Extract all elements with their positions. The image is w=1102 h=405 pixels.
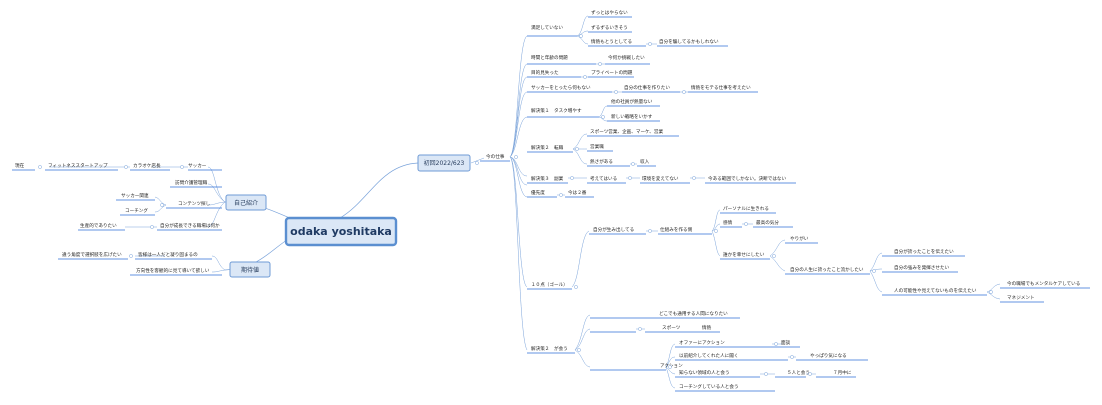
node-saiko[interactable]: 最高の気分 — [756, 219, 779, 226]
node-kaiketsu1-a[interactable]: 他の社員が熱量ない — [611, 98, 653, 105]
node-kaiketsu-b[interactable]: 解決策２ が会う — [531, 345, 568, 352]
node-kanou-1[interactable]: 今の職場でもメンタルケアしている — [1007, 280, 1080, 287]
node-jinsei[interactable]: 自分の人生に誇ったこと流かしたい — [790, 266, 864, 273]
node-kaiketsu3-b[interactable]: 環境を変えてない — [642, 175, 679, 182]
topic-jiko-title: 自己紹介 — [234, 199, 258, 207]
node-goal[interactable]: １０点（ゴール） — [531, 281, 568, 288]
node-kaiketsu2[interactable]: 解決策２ 転職 — [531, 144, 564, 151]
node-coaching[interactable]: コーチング — [125, 207, 148, 214]
node-jikan[interactable]: 時間と年齢の問題 — [531, 54, 568, 61]
node-soccer-child[interactable]: 自分の仕事を作りたい — [624, 84, 670, 91]
node-sports[interactable]: スポーツ — [662, 324, 681, 331]
node-kaiketsu1[interactable]: 解決策１ タスク増やす — [531, 107, 582, 114]
node-soccer-kanren[interactable]: サッカー関連 — [121, 192, 149, 199]
node-seicho[interactable]: 自分が成長できる職場は何か — [160, 222, 220, 229]
node-jikan-child[interactable]: 今何か挑戦したい — [608, 54, 645, 61]
topic-jiko[interactable]: 自己紹介 — [225, 194, 267, 211]
node-shikumi[interactable]: 仕組みを作る側 — [660, 226, 693, 233]
node-action-3[interactable]: 知らない領域の人と会う — [679, 369, 730, 376]
node-kaiketsu3[interactable]: 解決策３ 副業 — [531, 175, 564, 182]
node-kitai-child[interactable]: 違う角度で選択肢を広げたい — [62, 251, 122, 258]
node-goninto[interactable]: ５人と会う — [787, 369, 810, 376]
topic-shokai[interactable]: 初回2022/623 — [417, 154, 471, 172]
node-action[interactable]: アクション — [660, 363, 683, 369]
node-kaiketsu2-c[interactable]: 熱さがある — [590, 158, 613, 165]
node-jinsei-3[interactable]: 人の可能性や見えてないものを伝えたい — [894, 287, 977, 294]
node-houmon[interactable]: 訪問介護管理職 — [175, 179, 208, 186]
node-shichigatsu[interactable]: ７月中に — [833, 369, 852, 376]
node-yappari[interactable]: やっぱり気になる — [810, 352, 847, 359]
node-kaiketsu3-c[interactable]: 今ある範囲でしかない。決断ではない — [708, 175, 787, 182]
node-manzoku-3[interactable]: 情熱もとうとしてる — [591, 38, 632, 45]
node-shikumi-3[interactable]: 誰かを幸せにしたい — [723, 251, 765, 258]
node-manzoku-2[interactable]: ずるずるいきそう — [591, 24, 628, 31]
node-seisanteki[interactable]: 生産的でありたい — [80, 222, 117, 229]
root-title: odaka yoshitaka — [290, 225, 392, 238]
node-manzoku[interactable]: 満足していない — [531, 24, 563, 31]
node-soccer-grand[interactable]: 情熱をモテる仕事を考えたい — [691, 84, 751, 91]
node-shunyu[interactable]: 収入 — [640, 158, 650, 165]
right-labels: 満足していない ずっとはやらない ずるずるいきそう 情熱もとうとしてる 自分を騙… — [527, 9, 1090, 392]
node-ima-shigoto[interactable]: 今の仕事 — [480, 153, 510, 162]
node-action-1[interactable]: オファーにアクション — [679, 340, 725, 346]
node-jonetsu[interactable]: 情熱 — [702, 324, 712, 331]
node-kaiketsu2-a[interactable]: スポーツ営業、企画、マーケ、営業 — [590, 128, 663, 135]
node-content[interactable]: コンテンツ探し — [178, 200, 211, 207]
node-yarigai[interactable]: やりがい — [790, 235, 809, 242]
root-node[interactable]: odaka yoshitaka — [284, 216, 398, 247]
node-jinsei-1[interactable]: 自分が誇ったことを伝えたい — [894, 248, 954, 255]
node-kanou-2[interactable]: マネジメント — [1007, 295, 1035, 301]
topic-kitai[interactable]: 期待値 — [229, 261, 271, 278]
node-yusen-child[interactable]: 今は２番 — [568, 189, 587, 196]
node-jibun-damasu[interactable]: 自分を騙してるかもしれない — [659, 38, 719, 45]
node-umidasu[interactable]: 自分が生み出してる — [593, 226, 634, 233]
node-jiko-soccer[interactable]: サッカー — [188, 163, 207, 169]
node-jinsei-2[interactable]: 自分の強みを発揮させたい — [894, 264, 950, 271]
node-genzai[interactable]: 現在 — [15, 162, 25, 169]
node-action-4[interactable]: コーチングしている人と会う — [679, 383, 739, 390]
node-kaiketsu3-a[interactable]: 考えてはいる — [590, 176, 617, 182]
node-soccer[interactable]: サッカーをとったら何もない — [531, 84, 591, 91]
node-kaiketsu2-b[interactable]: 営業職 — [590, 143, 604, 150]
node-kitai-2[interactable]: 方向性を客観的に見て導いて欲しい — [136, 267, 210, 274]
node-fitness[interactable]: フィットネススタートアップ — [48, 162, 108, 169]
node-shikumi-2[interactable]: 感情 — [723, 219, 733, 226]
node-dokodemo[interactable]: どこでも通用する人間になりたい — [659, 310, 728, 317]
node-manzoku-1[interactable]: ずっとはやらない — [591, 9, 628, 16]
node-shikumi-1[interactable]: パーソナルに生きれる — [723, 205, 769, 212]
node-karaoke[interactable]: カラオケ店長 — [133, 162, 161, 169]
node-mendan[interactable]: 面談 — [781, 339, 791, 346]
topic-shokai-title: 初回2022/623 — [424, 159, 465, 167]
node-kaiketsu1-b[interactable]: 新しい戦略をいかす — [611, 113, 653, 120]
node-ima-shigoto-label: 今の仕事 — [486, 153, 505, 160]
left-labels: サッカー カラオケ店長 フィットネススタートアップ 現在 訪問介護管理職 コンテ… — [12, 162, 222, 276]
node-kitai-1[interactable]: 皆様は一人だと凝り固まるの — [138, 251, 198, 258]
node-yusen[interactable]: 優先度 — [531, 189, 545, 196]
topic-kitai-title: 期待値 — [241, 266, 259, 274]
toggle-dots[interactable] — [38, 34, 993, 376]
node-action-2[interactable]: 以前紹介してくれた人に聞く — [679, 352, 738, 359]
node-mokuteki[interactable]: 目的見失った — [531, 69, 559, 76]
node-mokuteki-child[interactable]: プライベートの問題 — [591, 70, 633, 76]
